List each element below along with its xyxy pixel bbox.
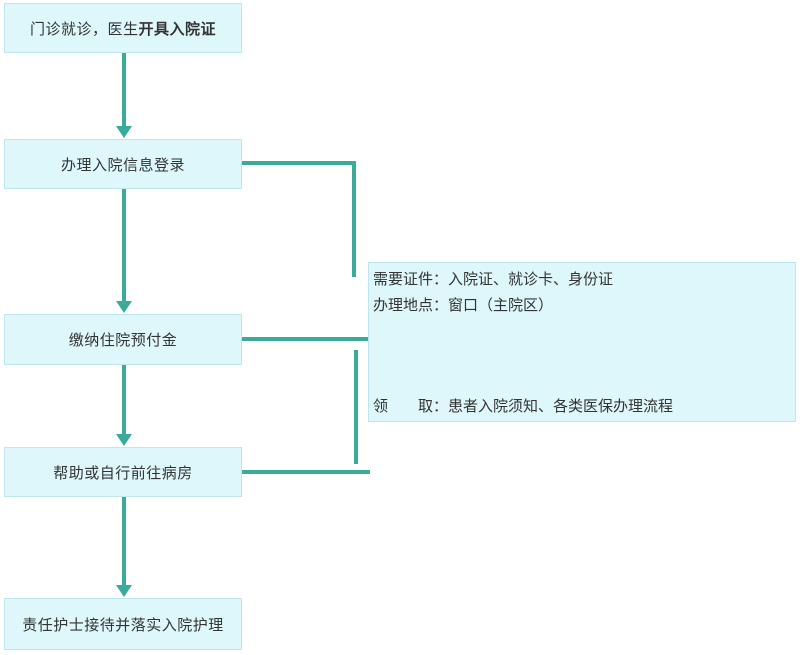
- step-5-text: 责任护士接待并落实入院护理: [22, 615, 224, 634]
- step-1-text: 门诊就诊，医生: [29, 19, 139, 38]
- step-2-box: 办理入院信息登录: [4, 139, 242, 189]
- note-collect: 领 取：患者入院须知、各类医保办理流程: [373, 397, 674, 415]
- arrowhead-icon: [116, 434, 132, 446]
- step-3-text: 缴纳住院预付金: [68, 331, 178, 349]
- arrowhead-icon: [116, 126, 132, 138]
- note-location: 办理地点：窗口（主院区）: [373, 296, 554, 314]
- step-1-box: 门诊就诊，医生开具入院证: [4, 3, 242, 53]
- step-3-box: 缴纳住院预付金: [4, 314, 242, 365]
- arrowhead-icon: [116, 585, 132, 597]
- step-4-text: 帮助或自行前往病房: [53, 463, 193, 482]
- note-documents: 需要证件：入院证、就诊卡、身份证: [373, 270, 614, 288]
- step-1-strong: 开具入院证: [138, 19, 217, 38]
- arrowhead-icon: [116, 301, 132, 313]
- requirements-note: 需要证件：入院证、就诊卡、身份证 办理地点：窗口（主院区） 领 取：患者入院须知…: [368, 262, 796, 422]
- step-5-box: 责任护士接待并落实入院护理: [4, 598, 242, 650]
- step-4-box: 帮助或自行前往病房: [4, 447, 242, 497]
- step-2-text: 办理入院信息登录: [60, 155, 185, 174]
